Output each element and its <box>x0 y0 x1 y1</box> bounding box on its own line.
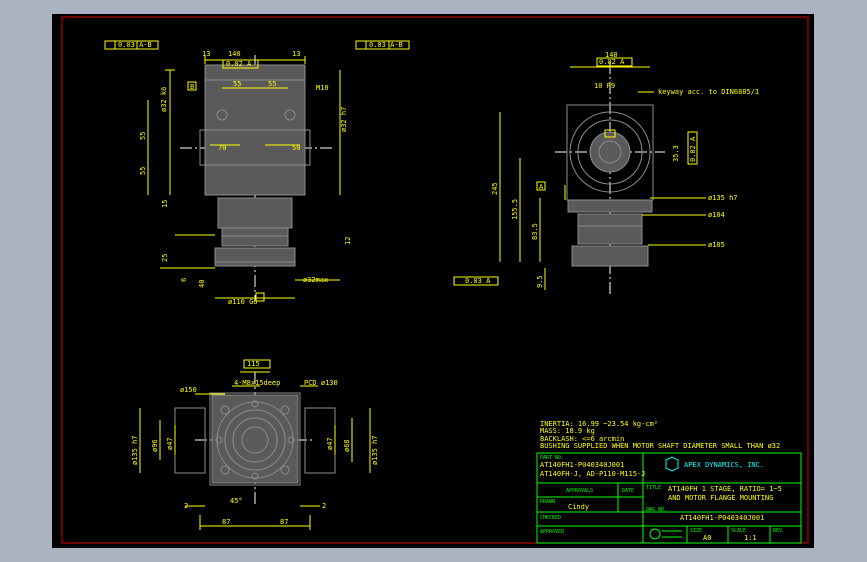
side-flatness-bottom: 0.03 A <box>465 277 491 285</box>
front-flatness-right: 0.03 A-B <box>369 41 403 49</box>
tb-title-2: AND MOTOR FLANGE MOUNTING <box>668 494 773 502</box>
top-dim-135-right: ø135 h7 <box>371 435 379 465</box>
front-thread-m10: M10 <box>316 84 329 92</box>
front-dim-32h7: ø32 h7 <box>340 107 348 132</box>
side-flatness-side: 0.02 A <box>689 136 697 162</box>
tb-title-1: AT140FH 1 STAGE, RATIO= 1~5 <box>668 485 782 493</box>
tb-drawn-label: DRAWN <box>540 499 555 505</box>
tb-scale-label: SCALE <box>731 528 746 534</box>
front-dim-70: 70 <box>218 144 226 152</box>
front-dim-40: 40 <box>198 280 206 288</box>
top-pcd: PCD ø130 <box>304 379 338 387</box>
tb-approvals-label: APPROVALS <box>566 488 593 494</box>
top-dim-87b: 87 <box>280 518 288 526</box>
side-view <box>453 57 706 295</box>
cad-viewport[interactable]: 0.03 A-B 0.03 A-B 140 0.02 A 13 13 55 55… <box>52 14 814 548</box>
side-square-140: 140 <box>605 51 618 59</box>
title-block <box>536 452 802 544</box>
front-dim-32k6: ø32 k6 <box>160 87 168 112</box>
front-dim-6: 6 <box>180 278 188 282</box>
side-dim-35: 35.3 <box>672 145 680 162</box>
drawing-sheet: 0.03 A-B 0.03 A-B 140 0.02 A 13 13 55 55… <box>61 16 809 544</box>
front-dim-12: 12 <box>344 237 352 245</box>
front-dim-32max: ø32max <box>303 276 328 284</box>
note-bushing: BUSHING SUPPLIED WHEN MOTOR SHAFT DIAMET… <box>540 442 780 450</box>
front-dim-55a: 55 <box>233 80 241 88</box>
tb-dwg-no: AT140FH1-P040340J001 <box>680 514 764 522</box>
front-square-140: 140 <box>228 50 241 58</box>
tb-scale: 1:1 <box>744 534 757 542</box>
tb-dwg-no-label: DWG NO. <box>646 507 667 513</box>
side-dim-105: ø105 <box>708 241 725 249</box>
tb-rev-label: REV <box>773 528 782 534</box>
tb-size-label: SIZE <box>690 528 702 534</box>
front-dim-55b: 55 <box>268 80 276 88</box>
tb-part-no-label: PART NO. <box>540 455 564 461</box>
front-view <box>104 40 410 302</box>
tb-approved-label: APPROVED <box>540 529 564 535</box>
front-dim-15: 15 <box>161 200 169 208</box>
side-dim-9: 9.5 <box>536 275 544 288</box>
tb-size: A0 <box>703 534 711 542</box>
top-dim-150: ø150 <box>180 386 197 394</box>
tb-drawn-value: Cindy <box>568 503 589 511</box>
note-backlash: BACKLASH: <=6 arcmin <box>540 435 624 443</box>
side-dim-155: 155.5 <box>511 199 519 220</box>
top-dim-68: ø68 <box>343 439 351 452</box>
tb-title-label: TITLE <box>646 485 661 491</box>
tb-date-label: DATE <box>622 488 634 494</box>
top-dim-2b: 2 <box>322 502 326 510</box>
top-view <box>139 359 371 530</box>
tb-checked-label: CHECKED <box>540 515 561 521</box>
side-keyway-note: keyway acc. to DIN6885/1 <box>658 88 759 96</box>
top-square-115: 115 <box>247 360 260 368</box>
side-dim-135: ø135 h7 <box>708 194 738 202</box>
note-mass: MASS: 18.9 kg <box>540 427 595 435</box>
tb-company: APEX DYNAMICS, INC. <box>684 461 764 469</box>
tb-part-no-2: AT140FH-J, AD-P110-M115-J <box>540 470 645 478</box>
front-flatness-small: 0.02 A <box>226 60 252 68</box>
sheet-border <box>61 16 809 544</box>
side-dim-245: 245 <box>491 182 499 195</box>
top-dim-2a: 2 <box>184 502 188 510</box>
tb-part-no-1: AT140FH1-P040340J001 <box>540 461 624 469</box>
top-holes: 4-M8x15deep <box>234 379 280 387</box>
top-dim-47a: ø47 <box>166 437 174 450</box>
side-dim-104: ø104 <box>708 211 725 219</box>
front-datum-b: B <box>190 83 194 91</box>
front-dim-55v2: 55 <box>139 167 147 175</box>
front-dim-25: 25 <box>161 254 169 262</box>
front-dim-13b: 13 <box>292 50 300 58</box>
side-datum-a: A <box>539 183 544 191</box>
notes-block: INERTIA: 16.99 ~23.54 kg-cm² MASS: 18.9 … <box>540 420 780 450</box>
front-dim-110g6: ø110 G6 <box>228 298 258 306</box>
side-bore: 10 P9 <box>594 82 615 90</box>
side-dim-83: 83.5 <box>531 223 539 240</box>
front-dim-55v1: 55 <box>139 132 147 140</box>
top-dim-45: 45° <box>230 497 243 505</box>
front-dim-13a: 13 <box>202 50 210 58</box>
top-dim-96: ø96 <box>151 439 159 452</box>
front-dim-50: 50 <box>292 144 300 152</box>
side-flatness: 0.02 A <box>599 58 625 66</box>
top-dim-47b: ø47 <box>326 437 334 450</box>
note-inertia: INERTIA: 16.99 ~23.54 kg-cm² <box>540 420 658 428</box>
top-dim-87a: 87 <box>222 518 230 526</box>
front-flatness-left: 0.03 A-B <box>118 41 152 49</box>
top-dim-135-left: ø135 h7 <box>131 435 139 465</box>
